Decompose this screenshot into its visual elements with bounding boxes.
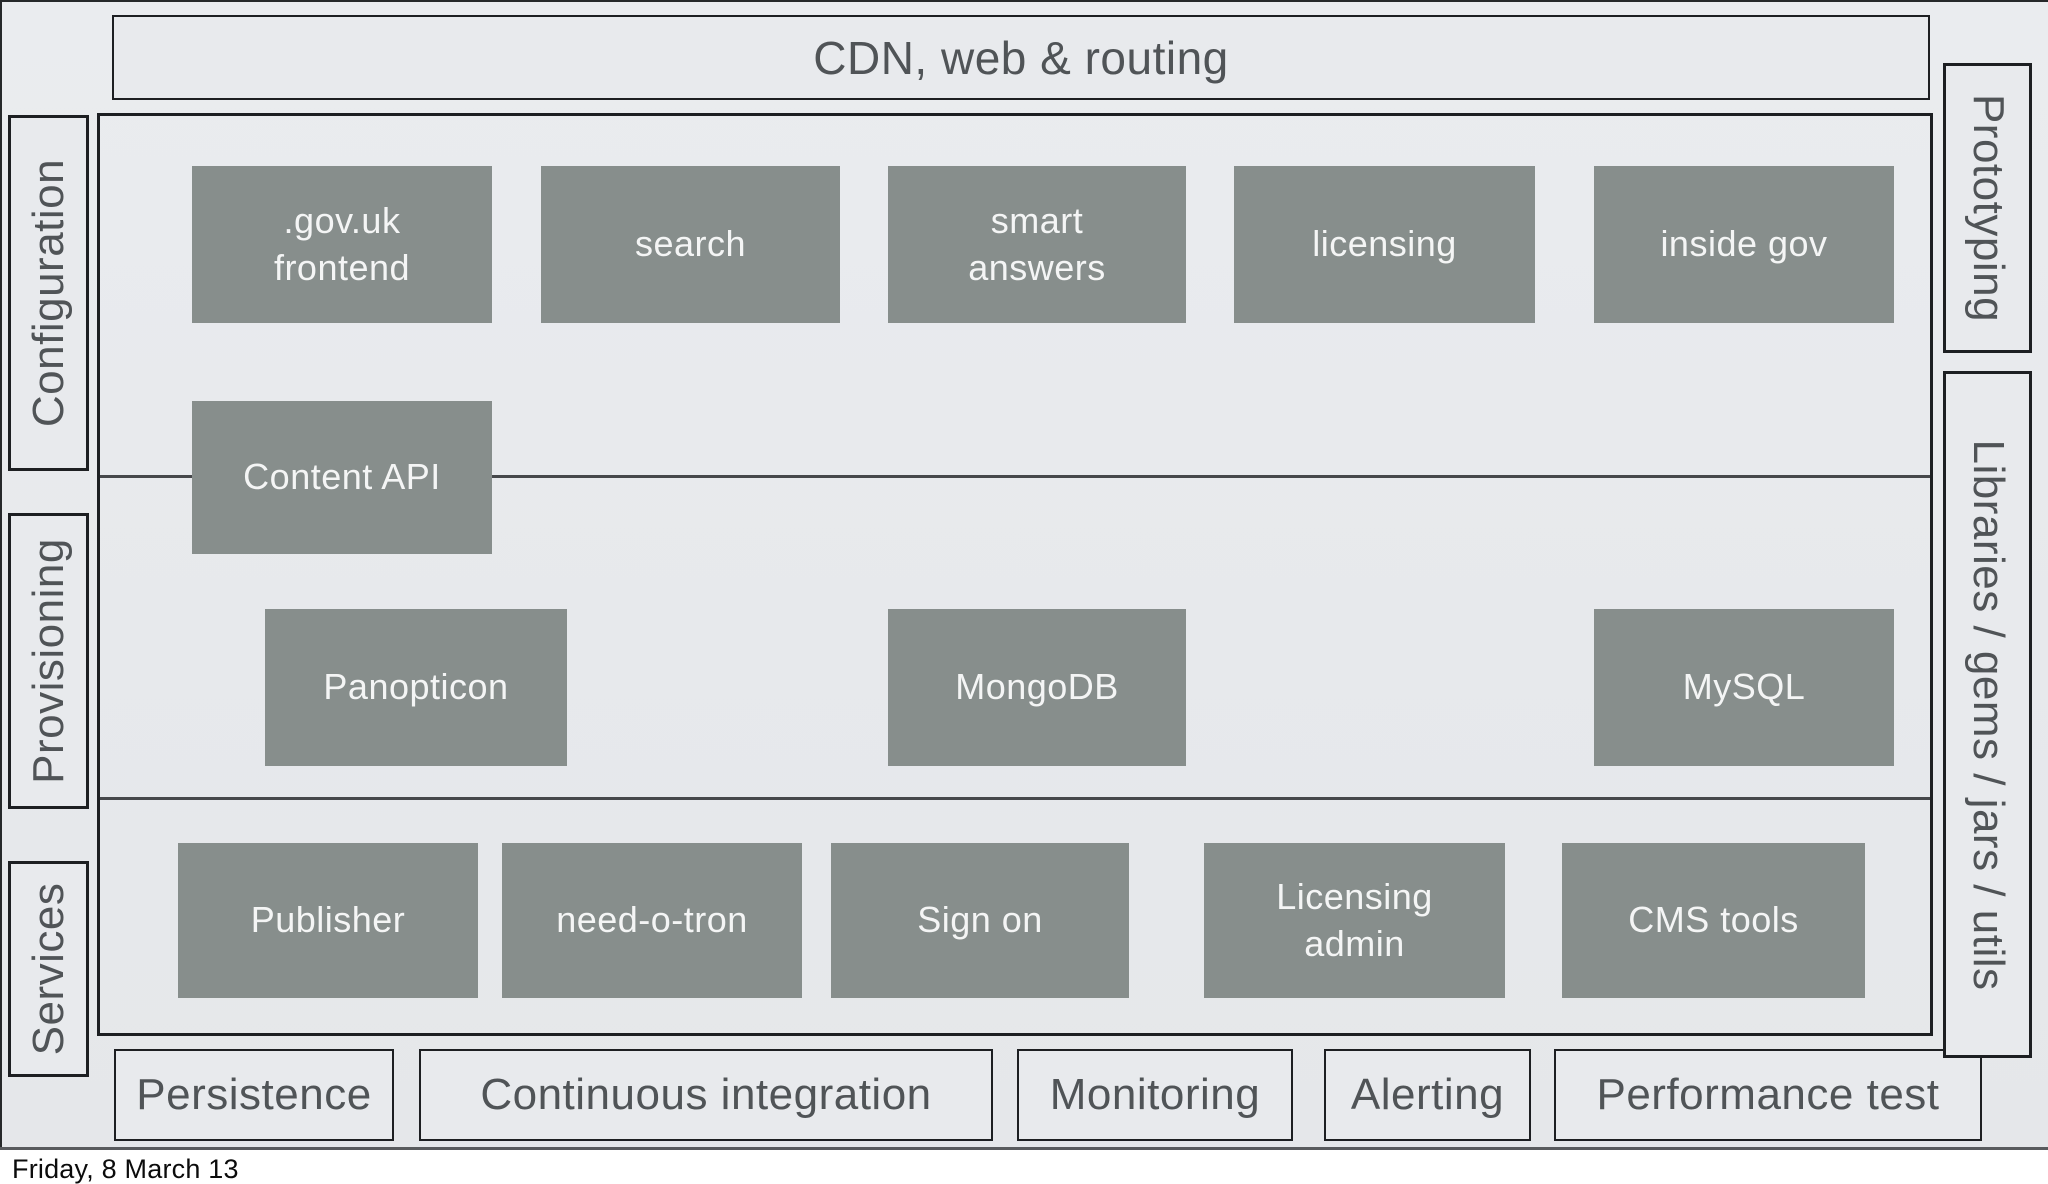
configuration-label: Configuration [23, 158, 73, 428]
licensing-admin-label: Licensing admin [1276, 875, 1433, 964]
content-api-label: Content API [243, 456, 441, 498]
component-search: search [541, 166, 840, 323]
sidebar-label-configuration: Configuration [8, 115, 89, 471]
mongodb-label: MongoDB [955, 666, 1119, 708]
libraries-label: Libraries / gems / jars / utils [1963, 439, 2013, 990]
component-inside-gov: inside gov [1594, 166, 1894, 323]
infra-box-continuous-integration: Continuous integration [419, 1049, 993, 1141]
infra-box-performance-test: Performance test [1554, 1049, 1982, 1141]
component-govuk-frontend: .gov.uk frontend [192, 166, 492, 323]
component-mysql: MySQL [1594, 609, 1894, 766]
performance-test-label: Performance test [1596, 1070, 1940, 1119]
component-licensing: licensing [1234, 166, 1535, 323]
slide-date-footer: Friday, 8 March 13 [12, 1154, 239, 1184]
cdn-web-routing-label: CDN, web & routing [813, 31, 1229, 84]
component-publisher: Publisher [178, 843, 478, 998]
continuous-integration-label: Continuous integration [480, 1070, 932, 1119]
sidebar-label-services: Services [8, 861, 89, 1077]
mysql-label: MySQL [1682, 666, 1806, 708]
slide-left-edge [0, 0, 2, 1150]
divider-data-backend [100, 797, 1930, 800]
cdn-web-routing-box: CDN, web & routing [112, 15, 1930, 100]
need-o-tron-label: need-o-tron [556, 899, 748, 941]
govuk-frontend-label: .gov.uk frontend [273, 199, 411, 288]
infra-box-monitoring: Monitoring [1017, 1049, 1293, 1141]
component-need-o-tron: need-o-tron [502, 843, 802, 998]
search-label: search [634, 223, 747, 265]
sidebar-label-libraries: Libraries / gems / jars / utils [1943, 371, 2032, 1058]
provisioning-label: Provisioning [23, 538, 73, 784]
sidebar-label-provisioning: Provisioning [8, 513, 89, 809]
licensing-label: licensing [1312, 223, 1457, 265]
component-cms-tools: CMS tools [1562, 843, 1865, 998]
alerting-label: Alerting [1350, 1070, 1505, 1119]
prototyping-label: Prototyping [1963, 93, 2013, 323]
divider-frontend-data [100, 475, 1930, 478]
inside-gov-label: inside gov [1660, 223, 1828, 265]
sidebar-label-prototyping: Prototyping [1943, 63, 2032, 353]
component-smart-answers: smart answers [888, 166, 1186, 323]
slide-bottom-edge [0, 1147, 2048, 1150]
infra-box-persistence: Persistence [114, 1049, 394, 1141]
monitoring-label: Monitoring [1049, 1070, 1261, 1119]
component-licensing-admin: Licensing admin [1204, 843, 1505, 998]
infra-box-alerting: Alerting [1324, 1049, 1531, 1141]
main-architecture-container [97, 113, 1933, 1036]
component-content-api: Content API [192, 401, 492, 554]
smart-answers-label: smart answers [968, 199, 1106, 288]
publisher-label: Publisher [250, 899, 406, 941]
component-panopticon: Panopticon [265, 609, 567, 766]
component-mongodb: MongoDB [888, 609, 1186, 766]
component-sign-on: Sign on [831, 843, 1129, 998]
cms-tools-label: CMS tools [1628, 899, 1799, 941]
slide-top-edge [0, 0, 2048, 2]
services-label: Services [23, 882, 73, 1056]
sign-on-label: Sign on [917, 899, 1043, 941]
architecture-slide: CDN, web & routing Configuration Provisi… [0, 0, 2048, 1150]
persistence-label: Persistence [136, 1070, 372, 1119]
panopticon-label: Panopticon [323, 666, 509, 708]
